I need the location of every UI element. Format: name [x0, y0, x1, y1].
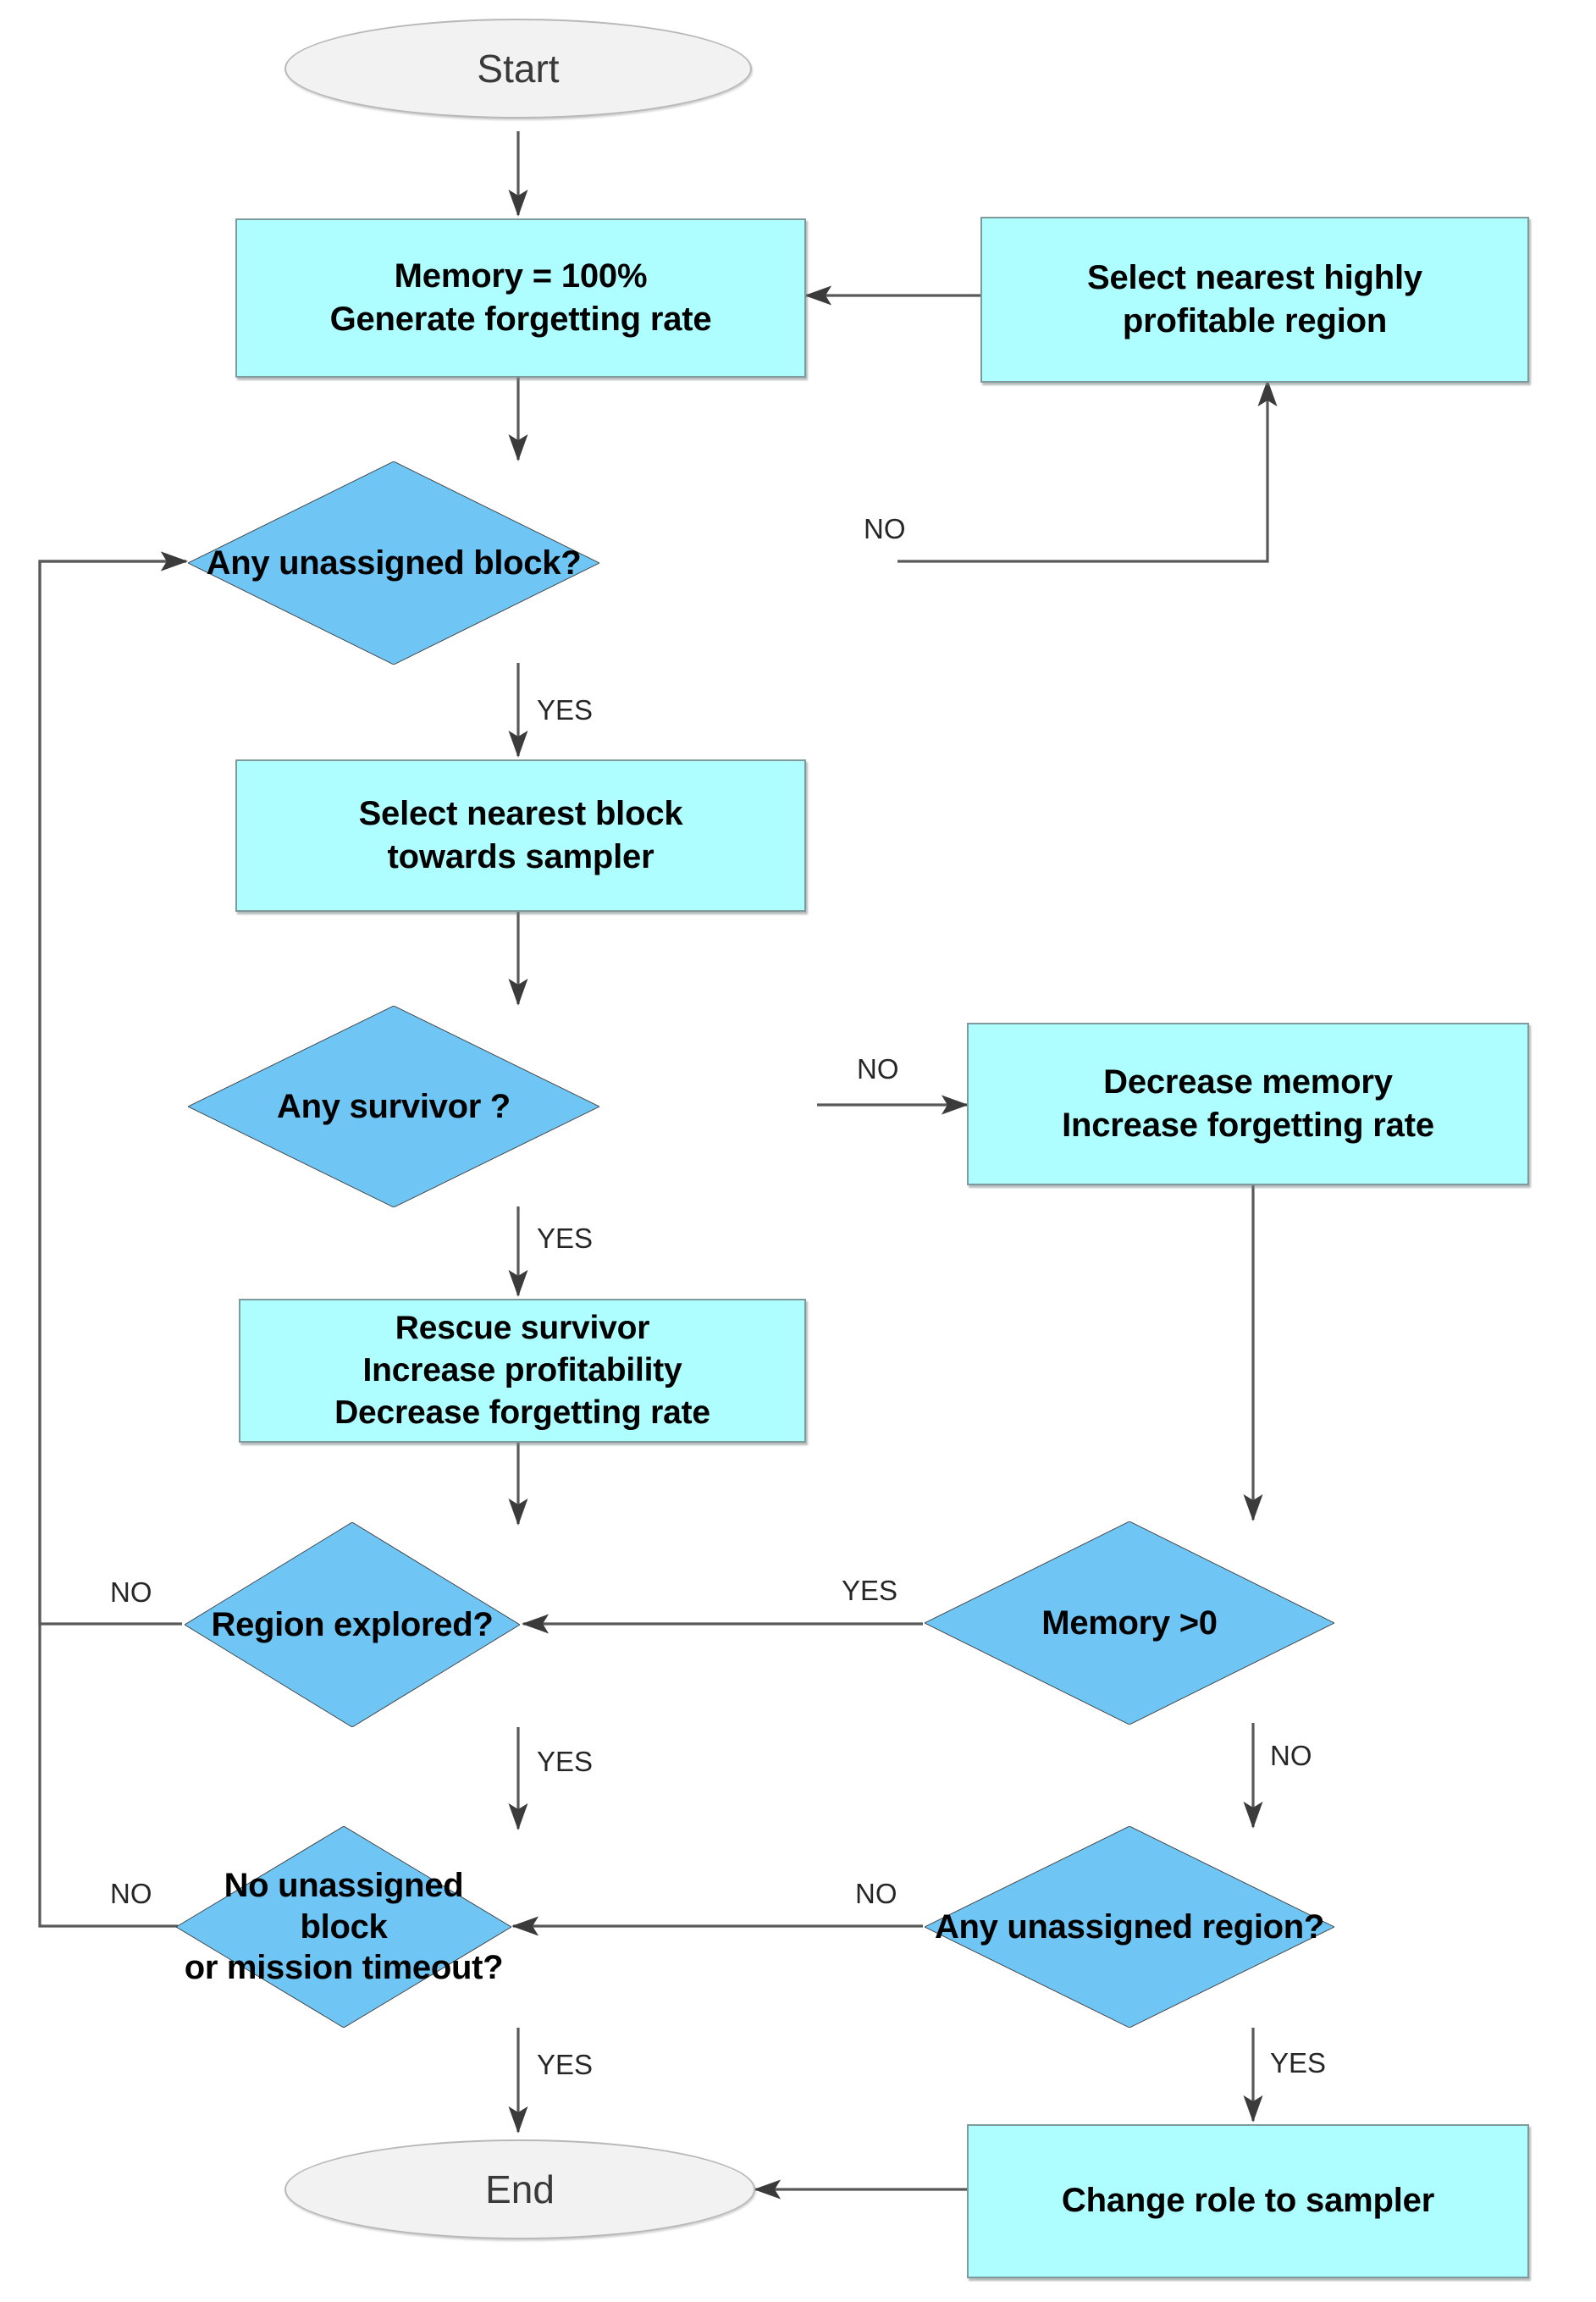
node-select-block-line2: towards sampler: [387, 838, 654, 875]
node-select-region[interactable]: Select nearest highly profitable region: [980, 217, 1529, 383]
node-region-explored[interactable]: Region explored?: [185, 1522, 520, 1727]
node-any-unassigned-block[interactable]: Any unassigned block?: [188, 461, 599, 665]
edge-label-region-explored-yes: YES: [537, 1746, 594, 1777]
node-no-block-or-timeout-text: No unassigned block or mission timeout?: [176, 1865, 511, 1989]
node-no-block-or-timeout-line2: or mission timeout?: [184, 1949, 504, 1987]
node-start[interactable]: Start: [284, 19, 752, 119]
diamond-shape: [176, 1826, 511, 2028]
node-select-block-line1: Select nearest block: [358, 794, 683, 832]
node-change-role-label: Change role to sampler: [1061, 2182, 1435, 2220]
diamond-shape: [188, 461, 599, 665]
node-memory-init[interactable]: Memory = 100% Generate forgetting rate: [235, 218, 806, 378]
edge-label-block-no: NO: [864, 513, 906, 544]
node-memory-init-line2: Generate forgetting rate: [329, 301, 712, 338]
node-rescue-survivor-line2: Increase profitability: [362, 1352, 682, 1389]
node-no-block-or-timeout[interactable]: No unassigned block or mission timeout?: [176, 1826, 511, 2028]
diamond-shape: [925, 1521, 1334, 1725]
node-select-region-line2: profitable region: [1122, 302, 1388, 340]
node-any-unassigned-region-label: Any unassigned region?: [934, 1907, 1325, 1946]
node-memory-gt-zero-label: Memory >0: [1041, 1604, 1218, 1642]
edge-label-memory-yes: YES: [842, 1575, 898, 1606]
node-start-label: Start: [477, 47, 560, 91]
edge-label-region-yes: YES: [1270, 2047, 1327, 2078]
edge-label-timeout-no-left: NO: [110, 1878, 152, 1909]
diamond-shape: [185, 1522, 520, 1727]
diamond-shape: [188, 1006, 599, 1207]
node-any-survivor-label: Any survivor ?: [277, 1087, 511, 1125]
node-region-explored-label: Region explored?: [211, 1605, 494, 1643]
node-select-block[interactable]: Select nearest block towards sampler: [235, 759, 806, 912]
node-decrease-memory[interactable]: Decrease memory Increase forgetting rate: [967, 1023, 1529, 1185]
node-any-survivor[interactable]: Any survivor ?: [188, 1006, 599, 1207]
node-rescue-survivor-line1: Rescue survivor: [395, 1310, 650, 1347]
node-decrease-memory-line2: Increase forgetting rate: [1062, 1107, 1434, 1144]
edge-label-region-explored-no: NO: [110, 1576, 152, 1608]
edge-label-timeout-no-right: NO: [855, 1878, 897, 1909]
edge-label-block-yes: YES: [537, 694, 594, 726]
node-rescue-survivor-line3: Decrease forgetting rate: [334, 1394, 710, 1431]
node-end-label: End: [485, 2167, 555, 2211]
node-memory-gt-zero[interactable]: Memory >0: [925, 1521, 1334, 1725]
edge-label-survivor-yes: YES: [537, 1223, 594, 1254]
node-rescue-survivor[interactable]: Rescue survivor Increase profitability D…: [239, 1299, 806, 1443]
node-end[interactable]: End: [284, 2139, 755, 2239]
node-any-unassigned-block-label: Any unassigned block?: [206, 544, 582, 582]
edge-label-memory-no: NO: [1270, 1740, 1312, 1771]
node-change-role[interactable]: Change role to sampler: [967, 2124, 1529, 2278]
node-decrease-memory-line1: Decrease memory: [1103, 1063, 1393, 1101]
edge-label-timeout-yes: YES: [537, 2049, 594, 2080]
node-any-unassigned-region[interactable]: Any unassigned region?: [925, 1826, 1334, 2028]
node-memory-init-line1: Memory = 100%: [394, 257, 648, 295]
diamond-shape: [925, 1826, 1334, 2028]
node-select-region-line1: Select nearest highly: [1087, 258, 1422, 296]
edge-label-survivor-no: NO: [857, 1053, 899, 1085]
node-no-block-or-timeout-line1: No unassigned block: [224, 1866, 464, 1946]
